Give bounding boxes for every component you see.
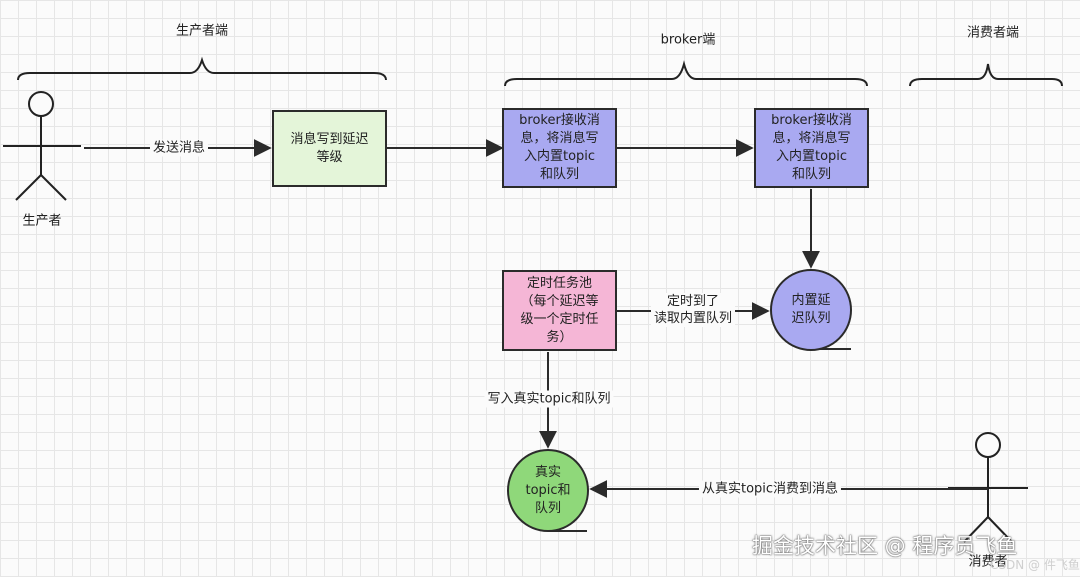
section-title-producer: 生产者端 <box>175 23 229 39</box>
section-title-broker: broker端 <box>660 32 716 48</box>
node-write-delay-level: 消息写到延迟 等级 <box>272 110 387 187</box>
node-internal-delay-queue: 内置延 迟队列 <box>770 269 852 351</box>
producer-brace <box>17 56 387 81</box>
edge-label-timer-read: 定时到了 读取内置队列 <box>650 293 736 327</box>
consumer-brace <box>909 63 1063 87</box>
edge-label-consume-real: 从真实topic消费到消息 <box>698 480 842 498</box>
node-broker-receive-2: broker接收消 息，将消息写 入内置topic 和队列 <box>754 108 869 188</box>
watermark-main: 掘金技术社区 @ 程序员飞鱼 <box>752 534 1018 558</box>
edge-label-send-message: 发送消息 <box>149 139 209 157</box>
producer-stick-figure <box>3 91 81 201</box>
consumer-stick-figure <box>948 432 1028 543</box>
section-title-consumer: 消费者端 <box>966 25 1020 41</box>
edge-label-write-real: 写入真实topic和队列 <box>484 390 614 408</box>
node-real-topic-queue: 真实 topic和 队列 <box>507 449 589 532</box>
node-broker-receive-1: broker接收消 息，将消息写 入内置topic 和队列 <box>502 108 617 188</box>
node-timer-pool: 定时任务池 （每个延迟等 级一个定时任 务） <box>502 270 617 351</box>
watermark-sub: CSDN @ 件飞鱼 <box>990 558 1080 572</box>
actor-label-consumer: 消费者 <box>968 554 1008 570</box>
broker-brace <box>504 60 868 87</box>
actor-label-producer: 生产者 <box>22 213 62 229</box>
